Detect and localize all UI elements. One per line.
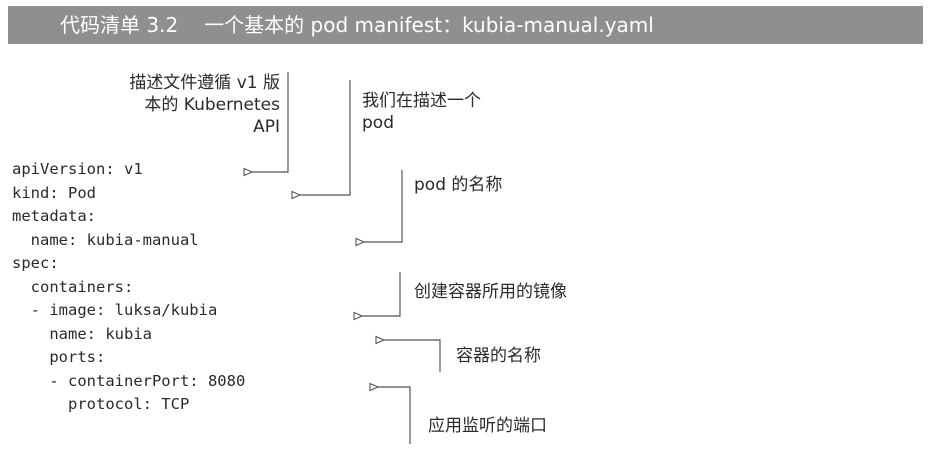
- code-line-spec: spec:: [12, 254, 59, 272]
- callout-pod-name-line: [364, 170, 403, 243]
- code-line-ports: ports:: [12, 348, 106, 366]
- callout-kind-arrowhead: [291, 190, 301, 200]
- annotation-kind-line-2: pod: [362, 113, 394, 133]
- annotation-container-name: 容器的名称: [456, 346, 541, 366]
- annotation-kind: 我们在描述一个 pod: [362, 90, 481, 134]
- code-line-name: name: kubia-manual: [12, 230, 199, 249]
- code-line-protocol: protocol: TCP: [12, 395, 190, 413]
- code-line-image: - image: luksa/kubia: [12, 301, 218, 319]
- annotation-pod-name: pod 的名称: [414, 175, 503, 195]
- annotation-image: 创建容器所用的镜像: [414, 282, 567, 302]
- annotation-api-version-line-1: 描述文件遵循 v1 版: [129, 73, 280, 93]
- code-line-metadata: metadata:: [12, 207, 96, 225]
- yaml-code-listing: apiVersion: v1 kind: Pod metadata: name: k…: [12, 158, 245, 417]
- listing-title: 一个基本的 pod manifest：kubia-manual.yaml: [204, 13, 654, 37]
- annotation-port: 应用监听的端口: [428, 416, 547, 436]
- code-line-kind: kind: Pod: [12, 183, 96, 202]
- callout-image-line: [362, 272, 401, 317]
- callout-port-line: [378, 386, 411, 444]
- annotation-api-version-line-3: API: [253, 117, 280, 137]
- code-line-container-port: - containerPort: 8080: [12, 371, 246, 390]
- callout-image-arrowhead: [353, 311, 363, 321]
- code-line-api-version: apiVersion: v1: [12, 160, 143, 178]
- code-line-container-name: name: kubia: [12, 324, 152, 343]
- callout-port-arrowhead: [369, 382, 379, 392]
- annotation-api-version-line-2: 本的 Kubernetes: [144, 95, 280, 115]
- callout-container-name-arrowhead: [375, 335, 385, 345]
- annotation-kind-line-1: 我们在描述一个: [362, 91, 481, 111]
- listing-number: 代码清单 3.2: [60, 13, 179, 37]
- callout-kind-line: [300, 80, 351, 196]
- callout-pod-name-arrowhead: [355, 237, 365, 247]
- callout-container-name-line: [384, 339, 441, 372]
- listing-header: 代码清单 3.2 一个基本的 pod manifest：kubia-manual.…: [8, 6, 923, 44]
- code-line-containers: containers:: [12, 277, 134, 296]
- annotation-api-version: 描述文件遵循 v1 版 本的 Kubernetes API: [129, 72, 280, 138]
